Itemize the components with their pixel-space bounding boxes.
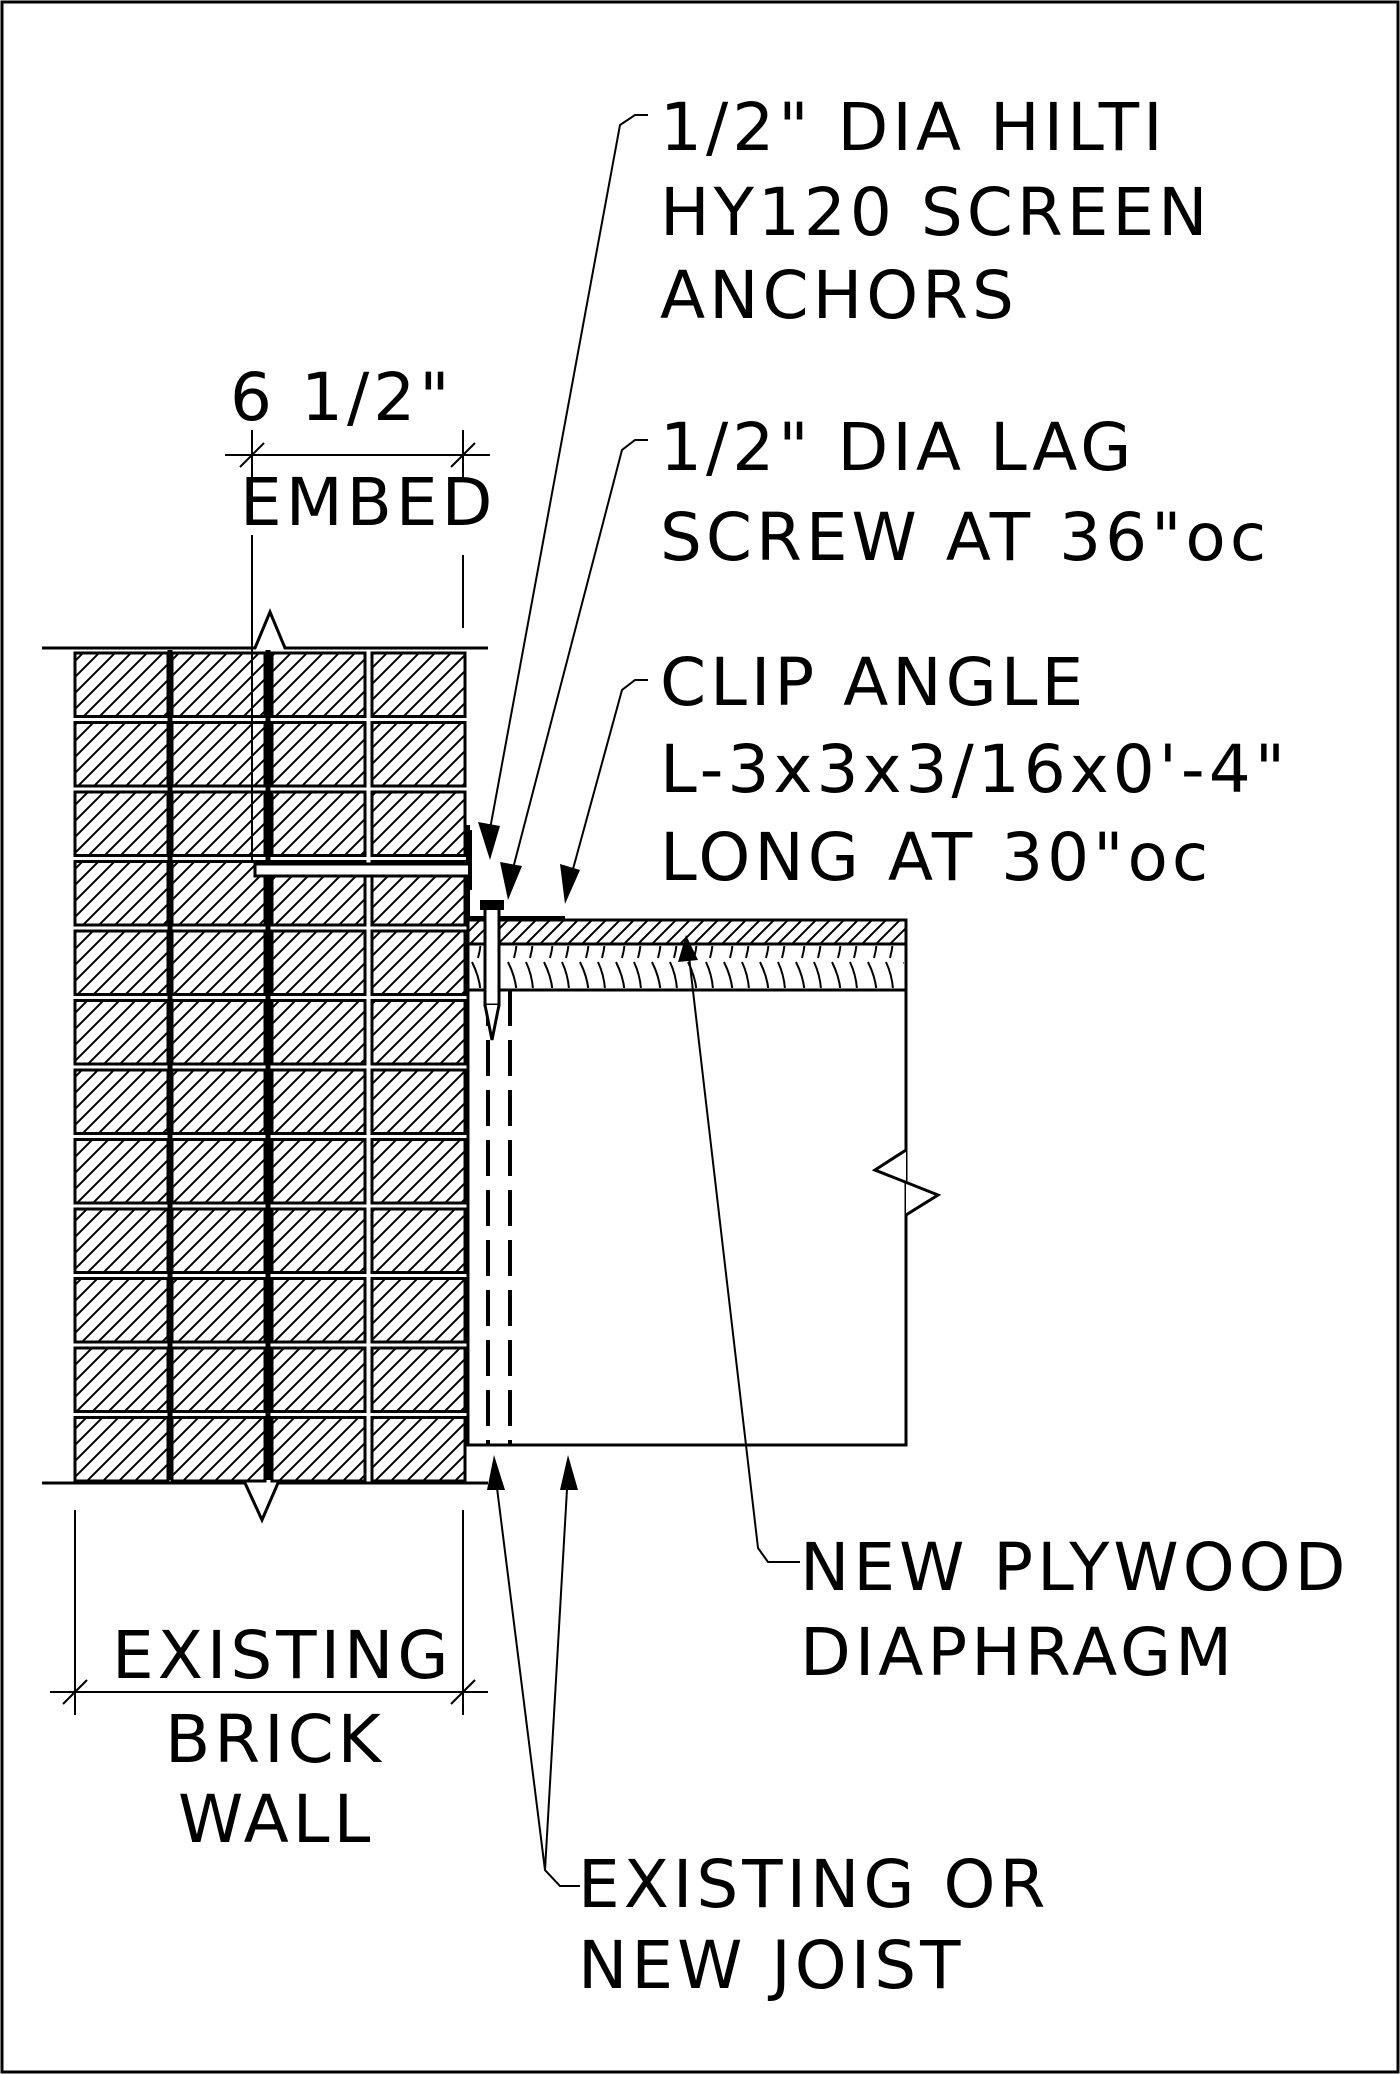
wall-label-line3: WALL	[178, 1781, 374, 1858]
brick	[170, 929, 267, 996]
brick	[270, 929, 367, 996]
screen-anchor	[253, 830, 472, 890]
brick	[270, 1068, 367, 1135]
embed-dimension	[225, 430, 490, 860]
brick	[370, 1068, 467, 1135]
brick	[270, 1416, 367, 1483]
brick	[270, 1138, 367, 1205]
clip-label-line2: L-3x3x3/16x0'-4"	[660, 731, 1289, 808]
brick	[170, 1277, 267, 1344]
brick	[170, 1207, 267, 1274]
brick	[370, 999, 467, 1066]
brick	[370, 1207, 467, 1274]
joist	[466, 988, 942, 1447]
brick	[170, 1138, 267, 1205]
brick	[270, 999, 367, 1066]
brick	[170, 999, 267, 1066]
brick	[170, 1346, 267, 1413]
brick	[73, 1068, 170, 1135]
brick	[73, 860, 170, 927]
brick	[170, 790, 267, 857]
brick	[370, 1416, 467, 1483]
lag-label-line1: 1/2" DIA LAG	[660, 409, 1135, 486]
brick	[270, 1277, 367, 1344]
brick	[270, 1346, 367, 1413]
joist-label-line2: NEW JOIST	[578, 1927, 964, 2004]
brick	[370, 790, 467, 857]
wall-label-line2: BRICK	[165, 1701, 385, 1778]
plywood-label-line2: DIAPHRAGM	[800, 1614, 1236, 1691]
brick	[73, 721, 170, 788]
brick	[73, 999, 170, 1066]
plywood-label-line1: NEW PLYWOOD	[800, 1529, 1349, 1606]
brick	[73, 1416, 170, 1483]
brick	[270, 651, 367, 718]
brick	[170, 860, 267, 927]
embed-dimension-value: 6 1/2"	[230, 359, 454, 436]
anchor-label-line1: 1/2" DIA HILTI	[660, 89, 1167, 166]
brick	[270, 721, 367, 788]
brick	[370, 1346, 467, 1413]
brick	[370, 929, 467, 996]
brick	[370, 651, 467, 718]
lag-label-line2: SCREW AT 36"oc	[660, 499, 1270, 576]
clip-label-line1: CLIP ANGLE	[660, 644, 1087, 721]
clip-label-line3: LONG AT 30"oc	[660, 819, 1212, 896]
brick	[270, 1207, 367, 1274]
brick	[73, 1207, 170, 1274]
brick	[170, 721, 267, 788]
leader-lines	[478, 114, 800, 1887]
brick	[170, 1416, 267, 1483]
brick	[270, 790, 367, 857]
brick	[370, 1277, 467, 1344]
brick	[73, 1277, 170, 1344]
wall-width-dimension	[50, 1510, 488, 1715]
brick	[73, 790, 170, 857]
wall-top-break-line	[42, 608, 488, 650]
callout-labels: 1/2" DIA HILTI HY120 SCREEN ANCHORS 1/2"…	[112, 89, 1349, 2004]
brick	[73, 651, 170, 718]
brick	[170, 1068, 267, 1135]
brick	[370, 721, 467, 788]
brick	[73, 1138, 170, 1205]
brick-wall	[73, 650, 467, 1483]
joist-label-line1: EXISTING OR	[578, 1846, 1049, 1923]
lag-screw	[480, 900, 504, 1041]
brick	[73, 929, 170, 996]
brick	[73, 1346, 170, 1413]
anchor-label-line2: HY120 SCREEN	[660, 174, 1212, 251]
anchor-label-line3: ANCHORS	[660, 257, 1018, 334]
embed-label: EMBED	[240, 464, 496, 541]
wall-bottom-break-line	[42, 1481, 488, 1524]
brick	[370, 1138, 467, 1205]
wall-label-line1: EXISTING	[112, 1617, 453, 1694]
